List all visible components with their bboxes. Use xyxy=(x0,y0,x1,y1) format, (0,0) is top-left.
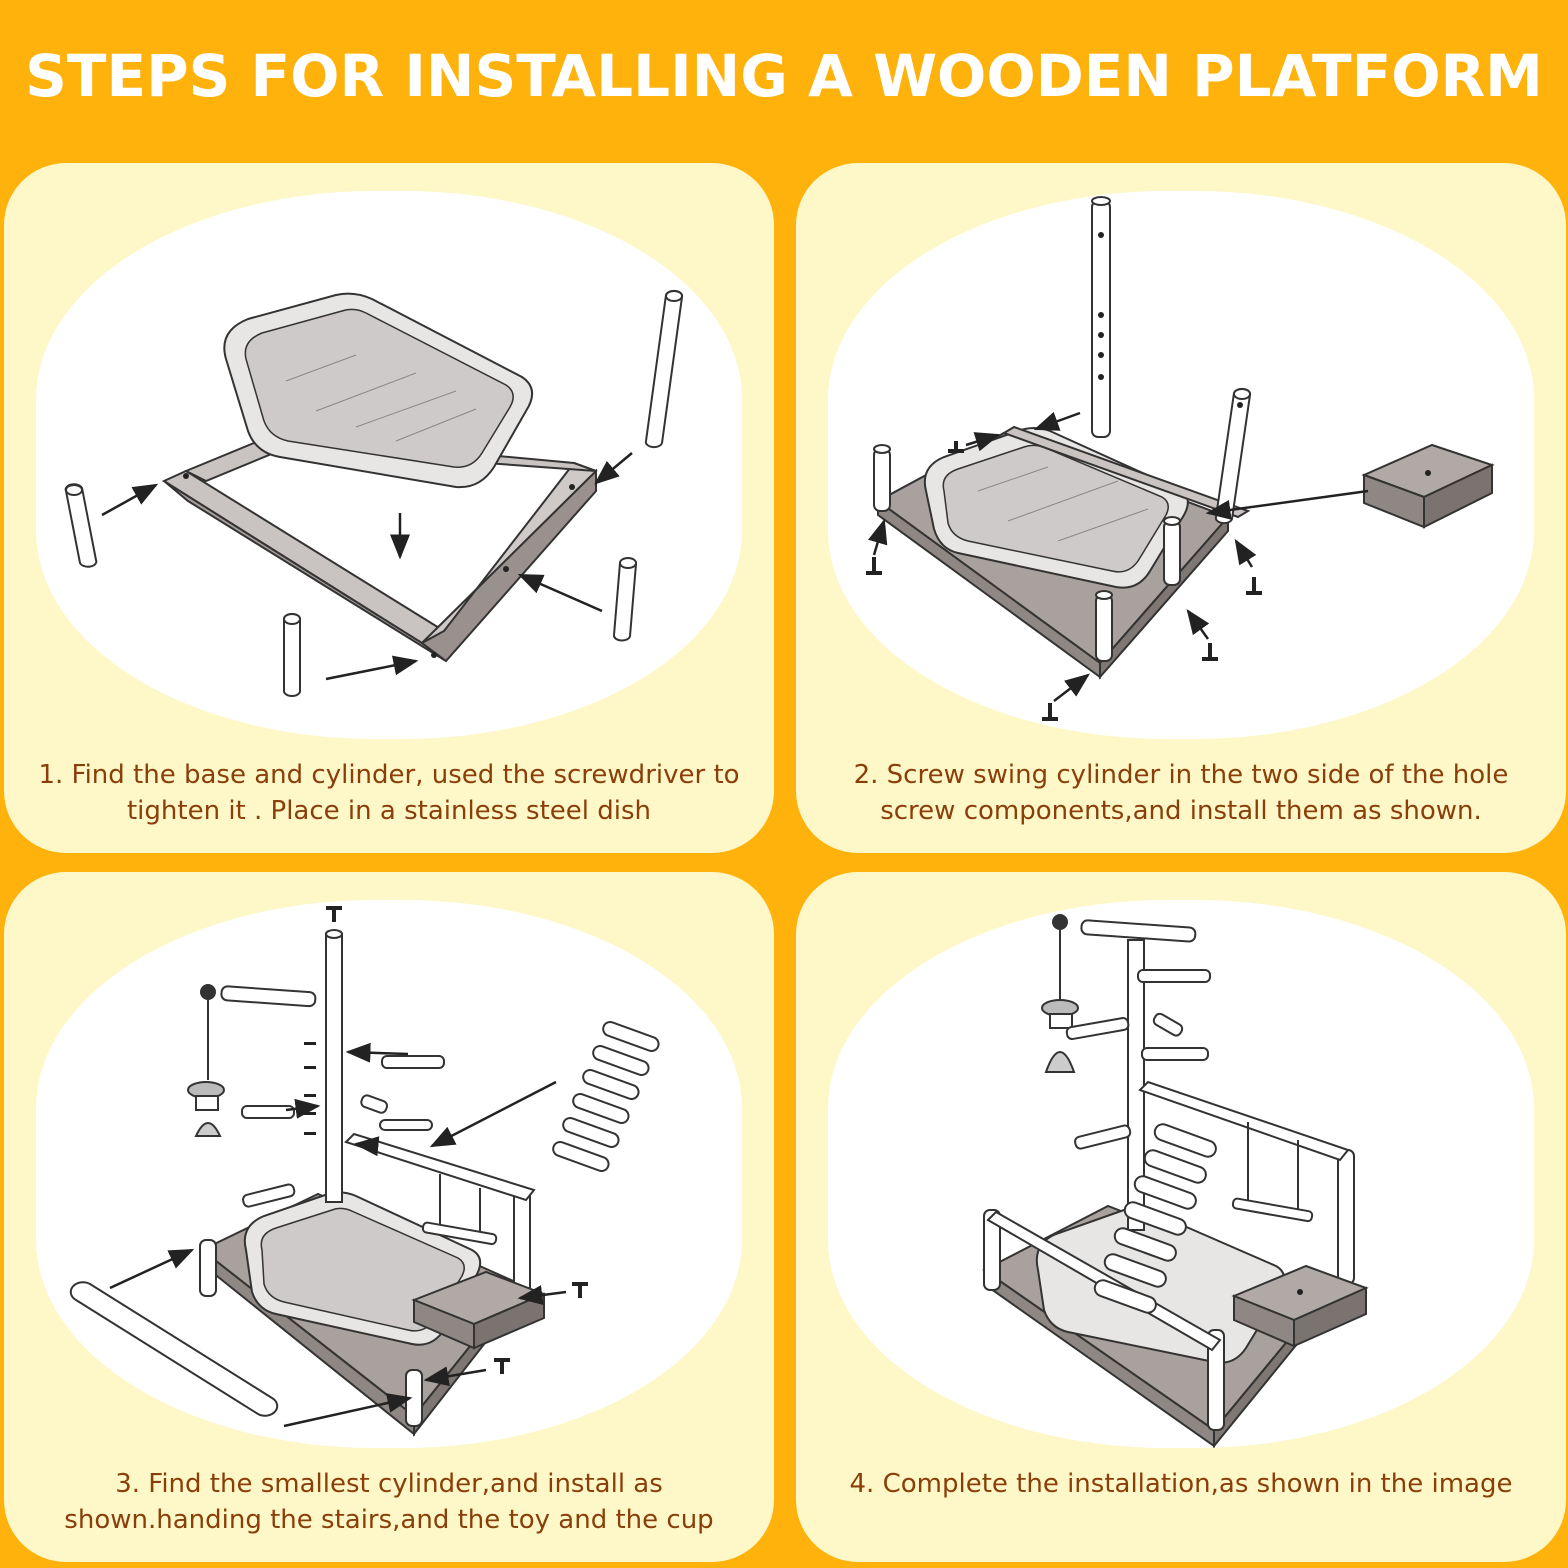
page-title: STEPS FOR INSTALLING A WOODEN PLATFORM xyxy=(25,42,1543,110)
step-card-1: 1. Find the base and cylinder, used the … xyxy=(4,163,774,853)
step-2-illustration xyxy=(828,191,1534,739)
step-1-illustration xyxy=(36,191,742,739)
swing-cylinder-diagram xyxy=(866,196,1495,721)
step-4-caption-line1: 4. Complete the installation,as shown in… xyxy=(849,1469,1513,1499)
step-3-caption: 3. Find the smallest cylinder,and instal… xyxy=(24,1466,754,1538)
step-1-caption-line2: tighten it . Place in a stainless steel … xyxy=(126,796,652,826)
completed-platform-diagram xyxy=(982,914,1369,1448)
step-2-caption-line2: screw components,and install them as sho… xyxy=(880,796,1482,826)
stairs-and-toy-diagram xyxy=(69,906,660,1437)
step-card-2: 2. Screw swing cylinder in the two side … xyxy=(796,163,1566,853)
step-card-4: 4. Complete the installation,as shown in… xyxy=(796,872,1566,1562)
step-1-caption: 1. Find the base and cylinder, used the … xyxy=(24,757,754,829)
step-4-caption: 4. Complete the installation,as shown in… xyxy=(816,1466,1546,1502)
step-card-3: 3. Find the smallest cylinder,and instal… xyxy=(4,872,774,1562)
step-1-caption-line1: 1. Find the base and cylinder, used the … xyxy=(38,760,740,790)
step-4-illustration xyxy=(828,900,1534,1448)
step-2-caption: 2. Screw swing cylinder in the two side … xyxy=(816,757,1546,829)
step-2-caption-line1: 2. Screw swing cylinder in the two side … xyxy=(853,760,1509,790)
step-3-caption-line2: shown.handing the stairs,and the toy and… xyxy=(64,1505,714,1535)
step-3-caption-line1: 3. Find the smallest cylinder,and instal… xyxy=(115,1469,663,1499)
base-and-dish-diagram xyxy=(64,289,684,697)
step-3-illustration xyxy=(36,900,742,1448)
